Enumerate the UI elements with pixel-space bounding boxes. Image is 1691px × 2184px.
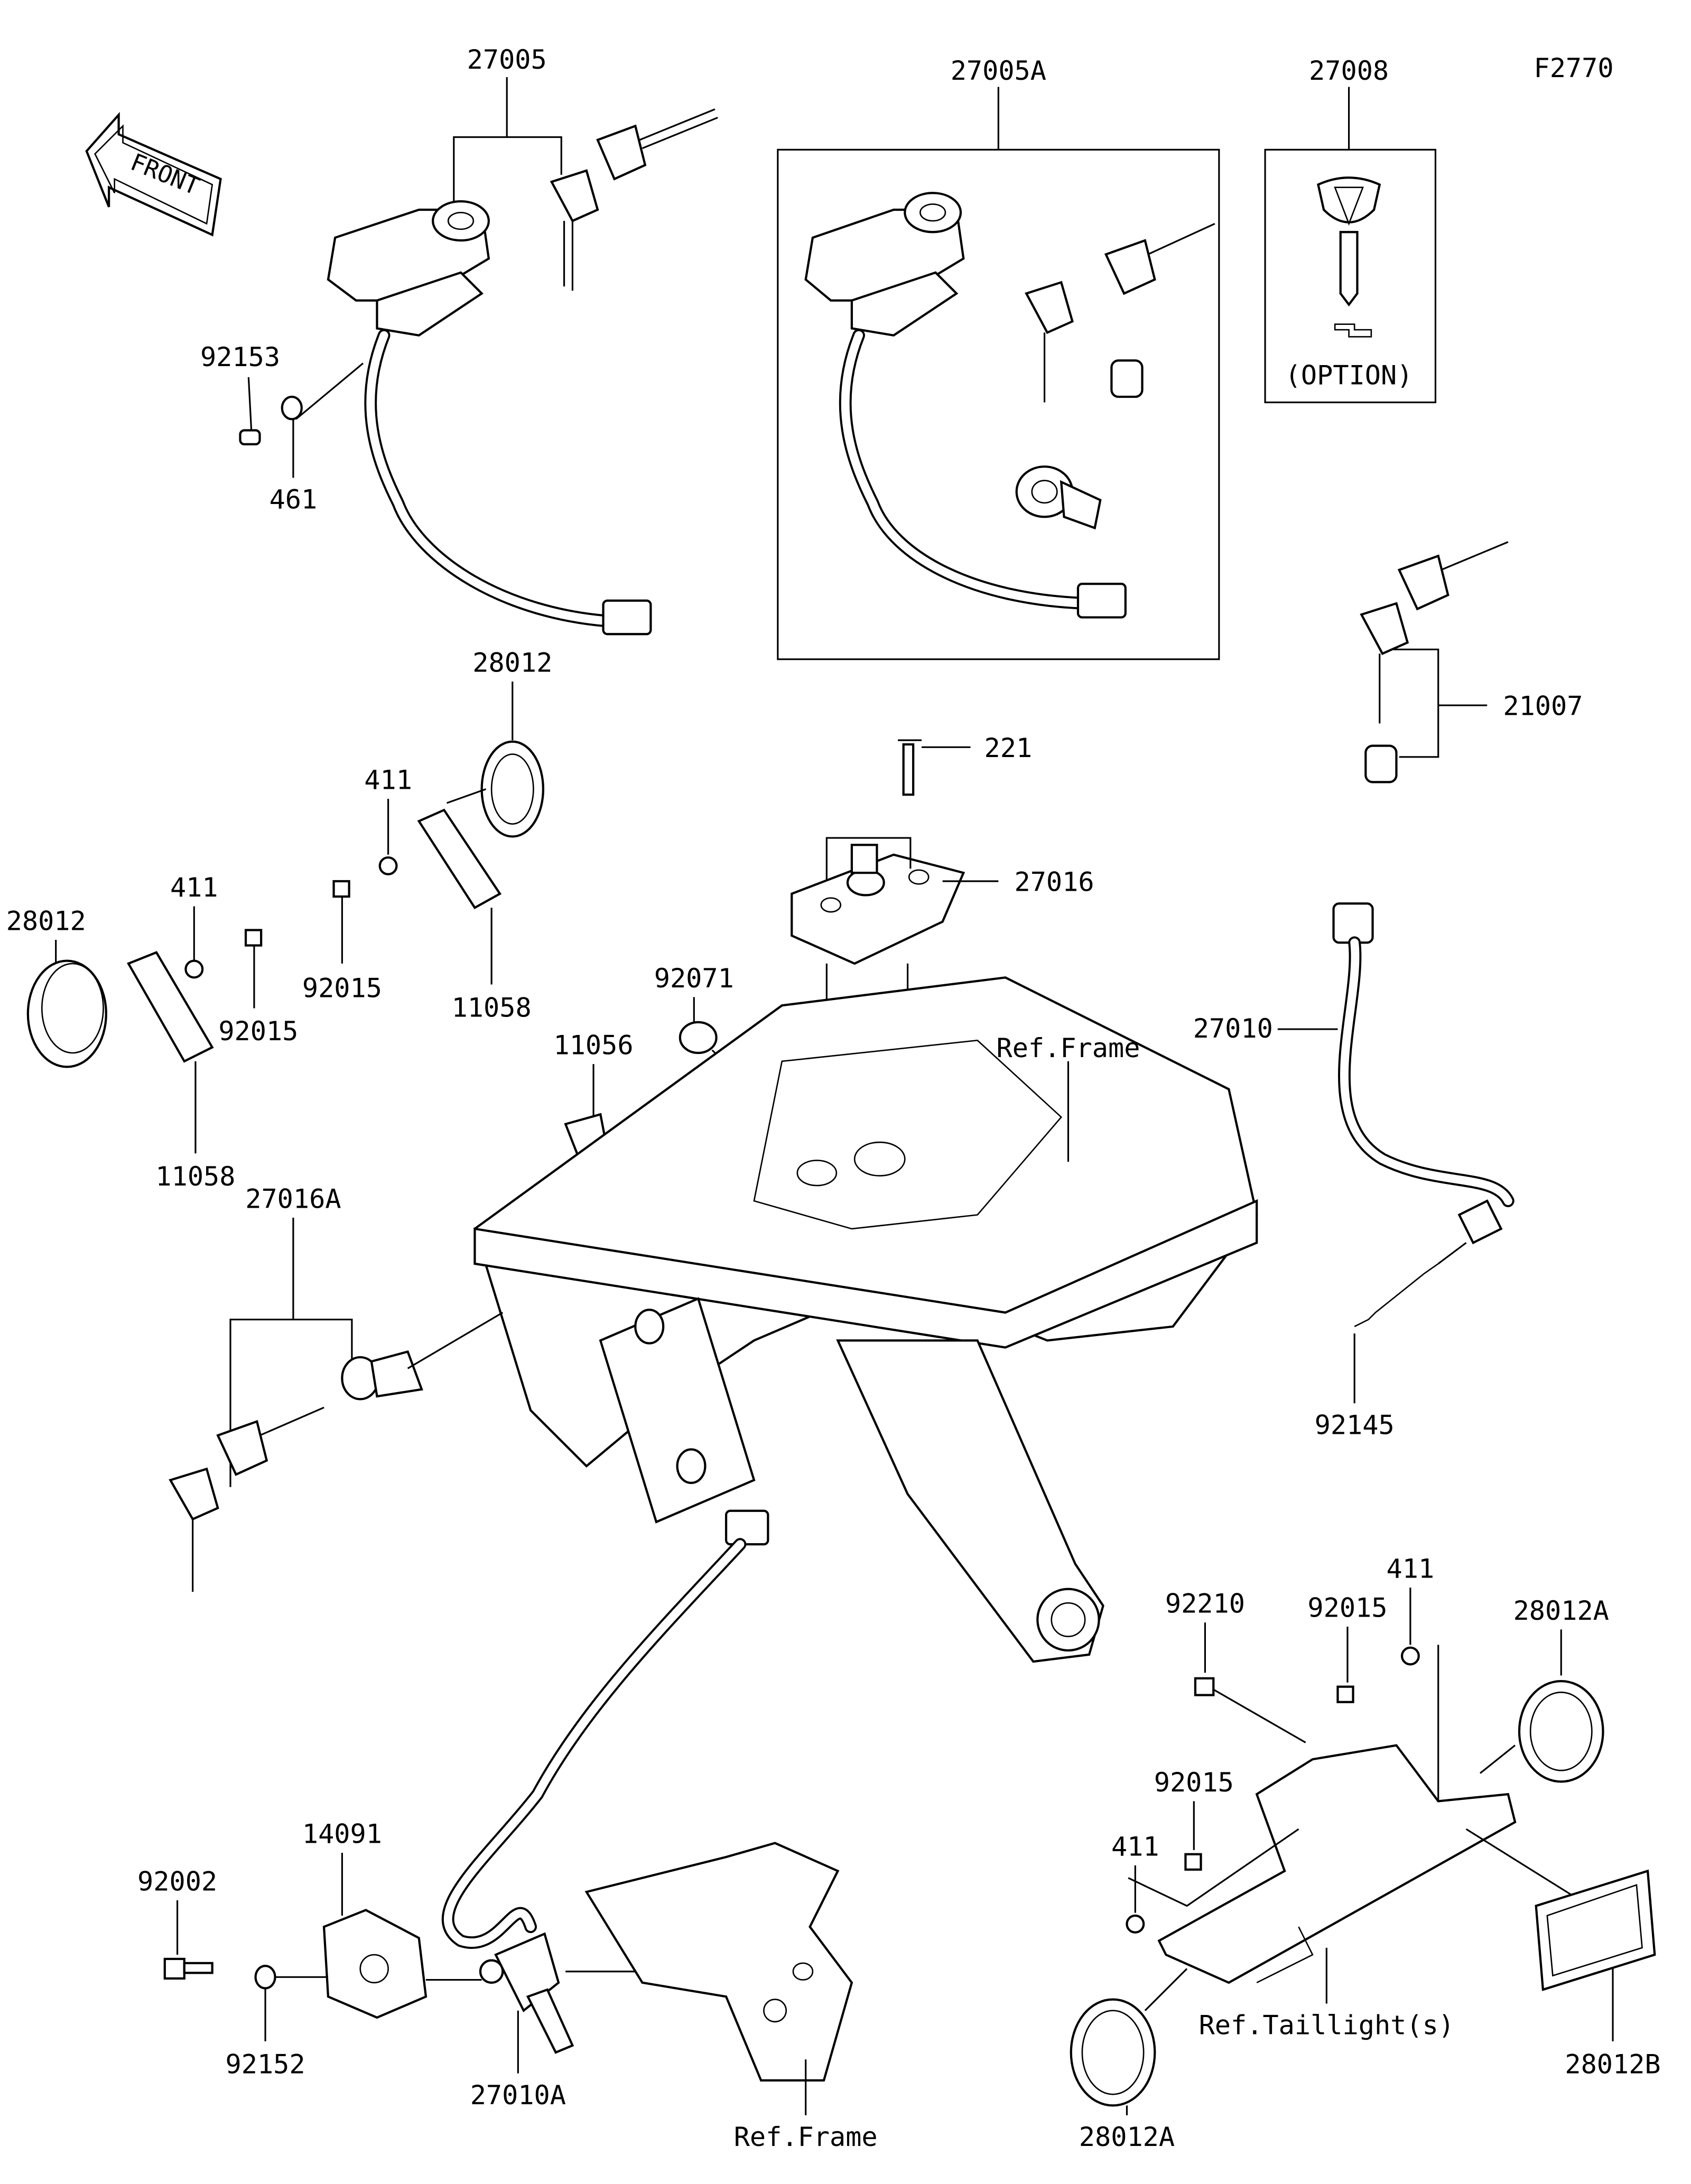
label-14091: 14091 (302, 1818, 382, 1850)
spring-92145 (1354, 1263, 1439, 1328)
taillight-bracket (1157, 1744, 1517, 1984)
label-92015-d: 92015 (1154, 1767, 1234, 1798)
label-411-b: 411 (170, 872, 218, 903)
label-28012A-a: 28012A (1513, 1595, 1609, 1626)
label-221: 221 (984, 732, 1033, 763)
reflector-28012A-upper (1518, 1679, 1604, 1783)
bracket-11058-lower (127, 951, 214, 1063)
label-92152: 92152 (226, 2049, 305, 2080)
label-92015-c: 92015 (1307, 1592, 1387, 1623)
label-27010A: 27010A (470, 2079, 566, 2111)
washer-411-a (378, 856, 398, 875)
frame-reference (473, 976, 1258, 1663)
ignition-switch-kit-27005A (804, 192, 1215, 619)
key-set-21007 (1360, 541, 1509, 783)
label-92002: 92002 (137, 1865, 217, 1897)
label-27010: 27010 (1193, 1013, 1273, 1044)
label-92015-a: 92015 (302, 972, 382, 1003)
diagram-id: F2770 (1534, 52, 1613, 83)
screw-92153 (239, 429, 261, 446)
label-92071: 92071 (654, 963, 734, 994)
label-411-d: 411 (1111, 1831, 1159, 1862)
reflector-28012-left (26, 959, 107, 1068)
option-note: (OPTION) (1285, 359, 1413, 390)
washer-411-c (1400, 1646, 1420, 1666)
bracket-11058-upper (417, 808, 502, 910)
key-blank-27008 (1317, 176, 1381, 338)
label-28012-top: 28012 (472, 647, 552, 678)
washer-411-b (184, 959, 204, 979)
ref-taillight: Ref.Taillight(s) (1199, 2010, 1454, 2041)
ref-frame-bottom: Ref.Frame (734, 2121, 878, 2152)
label-27005: 27005 (467, 44, 547, 75)
nut-92015-a (332, 880, 350, 898)
label-461: 461 (270, 483, 318, 515)
nut-92210 (1194, 1677, 1215, 1696)
grommet-92071 (679, 1021, 718, 1054)
label-21007: 21007 (1503, 690, 1583, 722)
washer-461 (281, 395, 303, 421)
screw-221 (898, 739, 922, 796)
cover-14091 (322, 1909, 428, 2019)
label-28012A-b: 28012A (1079, 2121, 1175, 2152)
switch-cable-27010A (442, 1509, 769, 2054)
option-box-27008 (1264, 148, 1437, 404)
label-92153: 92153 (200, 341, 280, 372)
label-411-a: 411 (364, 764, 412, 796)
label-92145: 92145 (1315, 1409, 1395, 1440)
label-11058-b: 11058 (155, 1161, 235, 1192)
label-411-c: 411 (1387, 1553, 1435, 1584)
bolt-92002 (163, 1957, 213, 1980)
frame-bracket-reference (584, 1842, 853, 2082)
ref-frame-top: Ref.Frame (996, 1032, 1140, 1063)
label-27008: 27008 (1309, 55, 1389, 86)
label-27005A: 27005A (951, 55, 1046, 86)
front-arrow-icon: FRONT (85, 111, 222, 237)
label-11058-a: 11058 (452, 992, 532, 1023)
lock-set-27016A (169, 1350, 423, 1592)
nut-92015-b (244, 929, 263, 947)
label-28012-left: 28012 (6, 905, 86, 936)
bracket-27016 (791, 844, 965, 965)
kit-box-27005A (777, 148, 1220, 660)
label-27016: 27016 (1015, 866, 1094, 897)
label-92015-b: 92015 (218, 1015, 298, 1047)
washer-411-d (1126, 1914, 1145, 1934)
reflector-28012A-lower (1070, 1998, 1156, 2107)
washer-92152 (254, 1965, 276, 1990)
sensor-cable-27010 (1332, 902, 1515, 1245)
label-92210: 92210 (1165, 1588, 1245, 1619)
reflector-28012B (1535, 1869, 1656, 1991)
ignition-switch-27005 (327, 77, 718, 636)
reflector-28012-top (480, 740, 545, 838)
nut-92015-d (1184, 1853, 1202, 1871)
nut-92015-c (1336, 1685, 1354, 1703)
label-11056: 11056 (553, 1030, 633, 1061)
label-27016A: 27016A (245, 1183, 341, 1214)
label-28012B: 28012B (1565, 2049, 1660, 2080)
